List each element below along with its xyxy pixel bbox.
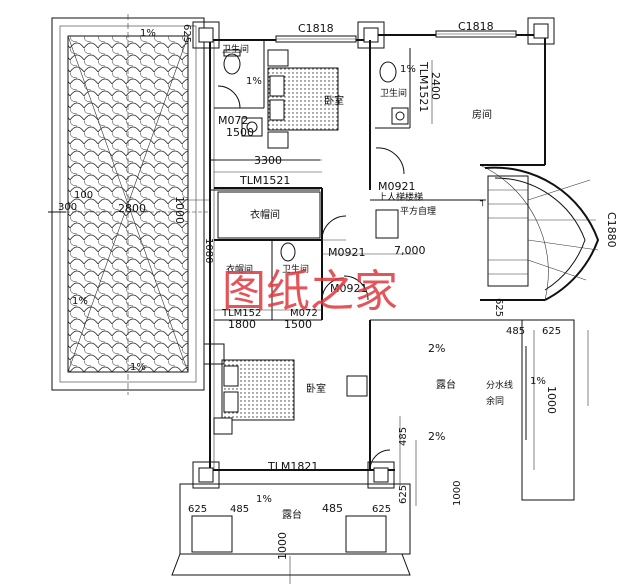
- window-label-top-right: C1818: [458, 20, 494, 33]
- dim-7000: 7,000: [394, 244, 426, 257]
- window-label-top-left: C1818: [298, 22, 334, 35]
- door-label-tlm1521-mid: TLM1521: [239, 174, 290, 187]
- door-label-m072: M072: [218, 114, 249, 127]
- dim-1080: 1080: [203, 238, 214, 263]
- dim-1500-a: 1500: [226, 126, 254, 139]
- dim-625-b1: 625: [398, 485, 409, 504]
- bath-fixtures: [223, 49, 409, 262]
- dim-485-b1: 485: [398, 427, 409, 446]
- dimension-lines: [48, 60, 589, 584]
- room-bathroom-mid: 卫生间: [282, 263, 309, 275]
- door-label-tlm152: TLM152: [221, 308, 261, 319]
- slope-top-left: 1%: [140, 28, 156, 39]
- dim-1000-r: 1000: [545, 386, 558, 414]
- room-bedroom-bottom: 卧室: [306, 382, 326, 395]
- dim-3300: 3300: [254, 154, 282, 167]
- dim-625-br: 625: [372, 504, 391, 515]
- slope-bath1: 1%: [246, 76, 262, 87]
- note-stairs-up: 上人梯楼梯: [378, 191, 423, 203]
- dim-1000-bottom: 1000: [276, 532, 289, 560]
- dim-1000-b1: 1000: [452, 481, 463, 506]
- dim-625-top: 625: [181, 24, 192, 43]
- slope-left-mid: 1%: [72, 296, 88, 307]
- dim-1800: 1800: [228, 318, 256, 331]
- room-bathroom-right: 卫生间: [380, 87, 407, 99]
- door-label-tlm1521-top: TLM1521: [417, 61, 430, 112]
- dim-100: 100: [74, 190, 93, 201]
- dim-485-bl: 485: [230, 504, 249, 515]
- dim-1000-left: 1000: [173, 196, 186, 224]
- dim-625-bl: 625: [188, 504, 207, 515]
- note-rain-pipe: 余同: [486, 395, 504, 407]
- room-right: 房间: [472, 108, 492, 121]
- dim-300: 300: [58, 202, 77, 213]
- window-label-round: C1880: [605, 212, 618, 248]
- dim-2400: 2400: [429, 72, 442, 100]
- slope-terrace2: 2%: [428, 430, 445, 443]
- roof-tile-area: [48, 14, 210, 395]
- dim-2800: 2800: [118, 202, 146, 215]
- door-swings: [217, 85, 405, 471]
- dim-625-r1: 625: [493, 298, 504, 317]
- door-label-m0921-a: M0921: [378, 180, 416, 193]
- door-label-m072-b: M072: [290, 308, 318, 319]
- door-label-m0921-b: M0921: [328, 246, 366, 259]
- slope-left-bottom: 1%: [130, 362, 146, 373]
- door-label-tlm1821: TLM1821: [267, 460, 318, 473]
- room-closet-small: 衣帽间: [226, 263, 253, 275]
- svg-text:┐: ┐: [479, 197, 485, 207]
- dim-485-r: 485: [506, 326, 525, 337]
- bed-top: [267, 49, 339, 149]
- watermark: 图纸之家: [222, 266, 398, 317]
- slope-terrace1: 2%: [428, 342, 445, 355]
- top-windows: [275, 30, 517, 43]
- dim-1500-b: 1500: [284, 318, 312, 331]
- dim-485-bc: 485: [322, 502, 343, 515]
- stairs: ┐: [375, 175, 599, 287]
- door-label-m0921-c: M0921: [330, 282, 368, 295]
- note-stairs-flat: 平方自理: [400, 205, 436, 217]
- room-bathroom-top: 卫生间: [222, 43, 249, 55]
- dim-625-r2: 625: [542, 326, 561, 337]
- room-bedroom-top: 卧室: [324, 94, 344, 107]
- slope-terrace-right: 1%: [530, 376, 546, 387]
- room-terrace-bottom: 露台: [282, 508, 302, 521]
- slope-bottom: 1%: [256, 494, 272, 505]
- room-terrace-right: 露台: [436, 378, 456, 391]
- note-drain-line: 分水线: [486, 379, 513, 391]
- slope-bath2: 1%: [400, 64, 416, 75]
- room-closet: 衣帽间: [250, 208, 280, 221]
- bed-bottom: [213, 359, 295, 435]
- columns: [192, 17, 555, 489]
